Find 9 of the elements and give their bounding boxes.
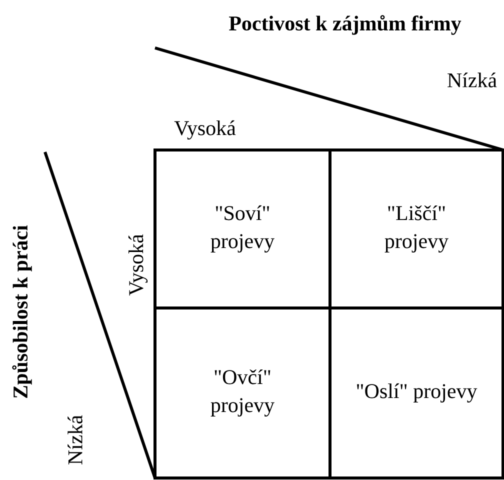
matrix-cell: "Soví" projevy bbox=[154, 148, 332, 310]
axis-label: Nízká bbox=[68, 415, 82, 464]
matrix-cell: "Liščí" projevy bbox=[328, 148, 504, 310]
matrix-cell: "Oslí" projevy bbox=[328, 306, 504, 480]
axis-title: Poctivost k zájmům firmy bbox=[229, 15, 462, 35]
matrix-cell: "Ovčí" projevy bbox=[154, 306, 332, 480]
axis-label: Vysoká bbox=[128, 234, 148, 296]
axis-title: Způsobilost k práci bbox=[12, 225, 32, 398]
axis-label: Nízká bbox=[448, 72, 497, 88]
